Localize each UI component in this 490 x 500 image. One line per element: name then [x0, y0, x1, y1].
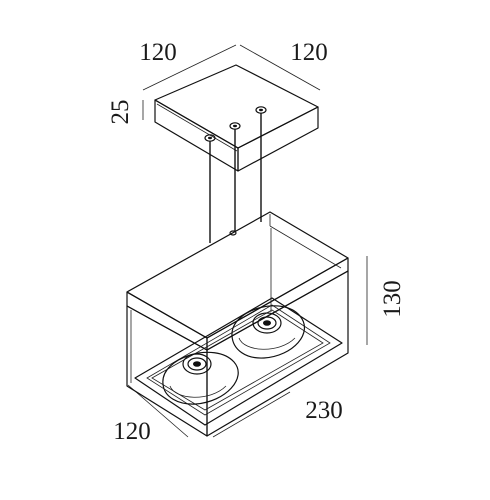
dim-canopy-height: 25	[107, 100, 134, 125]
dim-body-height: 130	[379, 280, 406, 318]
dim-line-canopy-right	[239, 44, 321, 91]
dim-canopy-width-right: 120	[290, 39, 328, 66]
canopy-screw-icon	[255, 106, 267, 114]
dim-line-body-depth	[127, 384, 189, 438]
dim-body-length: 230	[305, 397, 343, 424]
dimension-lines	[127, 44, 368, 438]
luminaire-body	[126, 211, 349, 437]
ceiling-canopy	[154, 64, 319, 172]
suspension-wires	[209, 113, 262, 243]
lens-icon	[252, 312, 282, 334]
canopy-screw-icon	[229, 122, 241, 130]
canopy-screw-icon	[204, 134, 216, 142]
dim-canopy-width-left: 120	[139, 39, 177, 66]
spotlight-left	[162, 351, 239, 405]
spotlight-right	[231, 305, 306, 359]
dim-body-depth: 120	[113, 418, 151, 445]
dim-line-body-length	[212, 391, 291, 438]
lens-icon	[182, 353, 212, 375]
dim-line-canopy-left	[142, 44, 237, 91]
